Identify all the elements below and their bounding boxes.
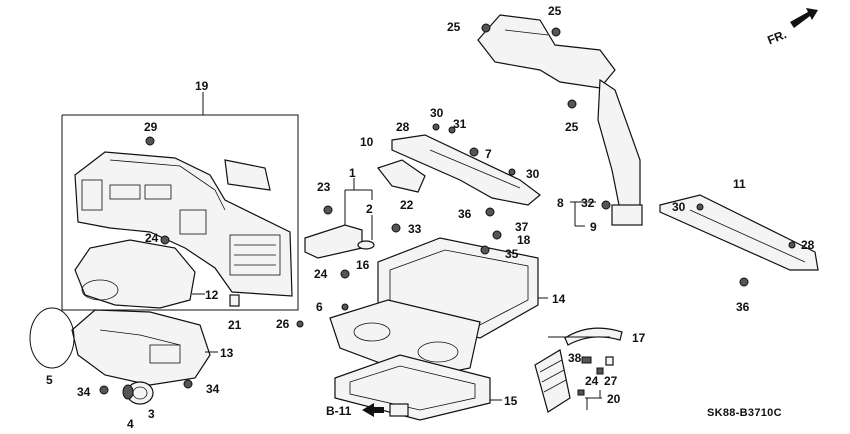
callout-30-top: 30 (430, 106, 444, 120)
group-bracket-19 (61, 92, 299, 311)
column-cover-lower-drawing (71, 309, 218, 386)
callout-12: 12 (205, 288, 219, 302)
tray-drawing (334, 354, 502, 421)
callout-38: 38 (568, 351, 582, 365)
callout-34-right: 34 (206, 382, 220, 396)
callout-2: 2 (366, 202, 373, 216)
callout-4: 4 (127, 417, 134, 431)
callout-24-left: 24 (145, 231, 159, 245)
vent-drawing (534, 349, 571, 413)
callout-24-right: 24 (585, 374, 599, 388)
callout-6: 6 (316, 300, 323, 314)
callout-14: 14 (552, 292, 566, 306)
right-trim-drawing (659, 194, 819, 271)
callout-26: 26 (276, 317, 290, 331)
callout-1: 1 (349, 166, 356, 180)
dashboard-panel-drawing (74, 151, 293, 297)
trim-strip-drawing (377, 134, 541, 206)
tray-plate-drawing (329, 299, 481, 379)
callout-25-top: 25 (548, 4, 562, 18)
callout-22: 22 (400, 198, 414, 212)
callout-25-left: 25 (447, 20, 461, 34)
callout-27: 27 (604, 374, 618, 388)
callout-3: 3 (148, 407, 155, 421)
callout-21: 21 (228, 318, 242, 332)
callout-29: 29 (144, 120, 158, 134)
diagram-code: SK88-B3710C (707, 407, 782, 419)
callout-7: 7 (485, 147, 492, 161)
callout-24-mid: 24 (314, 267, 328, 281)
fasteners (99, 23, 796, 396)
ring-drawing (29, 307, 75, 369)
grommet-drawing (122, 381, 154, 405)
callout-15: 15 (504, 394, 518, 408)
callout-11: 11 (733, 177, 746, 191)
callout-36-right: 36 (736, 300, 750, 314)
ref-arrow (362, 403, 409, 417)
callout-32: 32 (581, 196, 595, 210)
callout-16: 16 (356, 258, 370, 272)
callout-23: 23 (317, 180, 331, 194)
ref-label: B-11 (326, 404, 352, 418)
callout-17: 17 (632, 331, 646, 345)
direction-label: FR. (765, 27, 788, 47)
callout-30-right: 30 (672, 200, 686, 214)
callout-35: 35 (505, 247, 519, 261)
callout-31: 31 (453, 117, 467, 131)
callout-36-left: 36 (458, 207, 472, 221)
column-cover-upper-drawing (74, 239, 205, 309)
callout-18: 18 (517, 233, 531, 247)
switch-drawing (304, 224, 375, 259)
callout-5: 5 (46, 373, 53, 387)
callout-8: 8 (557, 196, 564, 210)
callout-10: 10 (360, 135, 374, 149)
clip-drawing (229, 294, 240, 307)
callout-20: 20 (607, 392, 621, 406)
bracket-assembly-drawing (477, 14, 643, 226)
callout-19: 19 (195, 79, 209, 93)
front-direction-arrow (790, 8, 818, 28)
callout-9: 9 (590, 220, 597, 234)
callout-28-left: 28 (396, 120, 410, 134)
callout-34-left: 34 (77, 385, 91, 399)
leader-lines (344, 178, 610, 410)
callout-28-right: 28 (801, 238, 815, 252)
callout-25-bottom: 25 (565, 120, 579, 134)
callout-30-mid: 30 (526, 167, 540, 181)
callout-37: 37 (515, 220, 529, 234)
callout-33: 33 (408, 222, 422, 236)
callout-13: 13 (220, 346, 234, 360)
